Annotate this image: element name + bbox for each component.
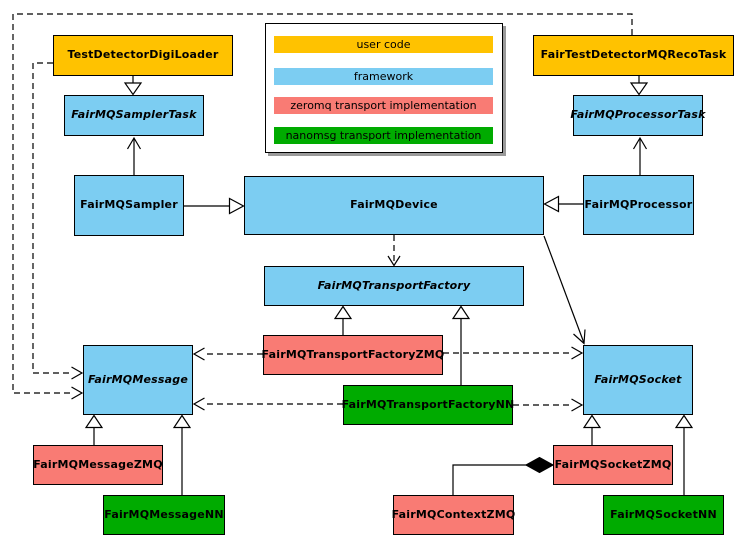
edge-factoryzmq-message: [192, 347, 263, 361]
edge-recotask-processortask: [629, 76, 649, 96]
node-fairmqtransportfactory: FairMQTransportFactory: [264, 266, 524, 306]
node-fairmqmessage: FairMQMessage: [83, 345, 193, 415]
node-fairmqsocketzmq: FairMQSocketZMQ: [553, 445, 673, 485]
edge-messagenn-message: [172, 414, 192, 495]
edge-device-socket: [543, 235, 586, 345]
edge-factorynn-socket: [513, 398, 584, 412]
node-fairmqmessagenn: FairMQMessageNN: [103, 495, 225, 535]
edge-processor-processortask: [632, 136, 648, 175]
node-fairmqsamplertask: FairMQSamplerTask: [64, 95, 204, 136]
legend-item-nanomsg: nanomsg transport implementation: [274, 127, 493, 144]
edge-digiloader-samplertask: [123, 76, 143, 96]
legend: user code framework zeromq transport imp…: [265, 23, 503, 153]
legend-item-zeromq: zeromq transport implementation: [274, 97, 493, 114]
edge-contextzmq-socketzmq: [452, 456, 555, 495]
edge-processor-device: [543, 195, 583, 213]
node-fairtestdetectormqrecotask: FairTestDetectorMQRecoTask: [533, 35, 734, 76]
legend-item-user-code: user code: [274, 36, 493, 53]
edge-messagezmq-message: [84, 414, 104, 445]
edge-factorynn-transportfactory: [451, 305, 471, 385]
legend-item-framework: framework: [274, 68, 493, 85]
node-fairmqcontextzmq: FairMQContextZMQ: [392, 495, 515, 535]
edge-factoryzmq-socket: [443, 346, 584, 360]
edge-device-transportfactory: [387, 235, 401, 267]
node-fairmqmessagezmq: FairMQMessageZMQ: [33, 445, 163, 485]
edge-sampler-device: [184, 197, 245, 215]
node-fairmqsocket: FairMQSocket: [583, 345, 693, 415]
edge-socketnn-socket: [674, 414, 694, 495]
edge-sampler-samplertask: [126, 136, 142, 175]
node-fairmqdevice: FairMQDevice: [244, 176, 544, 235]
node-fairmqtransportfactorynn: FairMQTransportFactoryNN: [342, 385, 514, 425]
edge-factoryzmq-transportfactory: [333, 305, 353, 335]
node-fairmqsampler: FairMQSampler: [74, 175, 184, 236]
edge-factorynn-message: [192, 397, 343, 411]
node-fairmqprocessortask: FairMQProcessorTask: [570, 95, 705, 136]
node-fairmqprocessor: FairMQProcessor: [583, 175, 694, 235]
node-fairmqtransportfactoryzmq: FairMQTransportFactoryZMQ: [262, 335, 444, 375]
edge-socketzmq-socket: [582, 414, 602, 445]
node-fairmqsocketnn: FairMQSocketNN: [603, 495, 724, 535]
node-testdetectordigiloader: TestDetectorDigiLoader: [53, 35, 233, 76]
